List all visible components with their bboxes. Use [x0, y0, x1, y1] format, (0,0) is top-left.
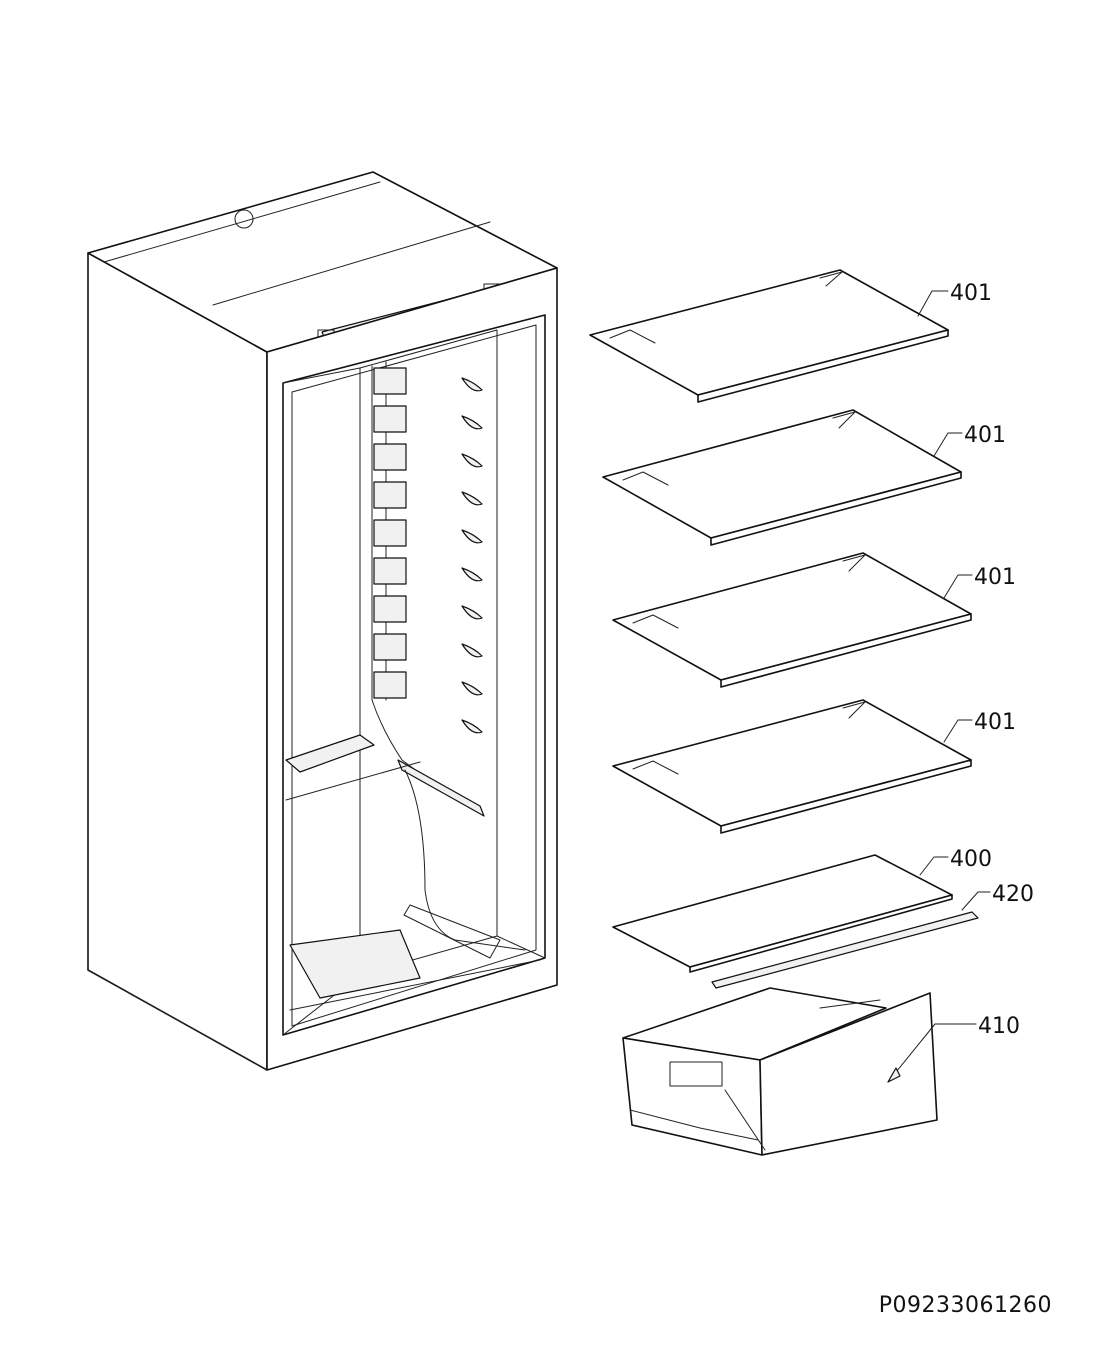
- callout-401-shelf-4: 401: [943, 710, 1016, 743]
- callout-label: 401: [974, 710, 1016, 735]
- shelf-support-rail: [373, 367, 407, 699]
- crisper-drawer: [622, 987, 938, 1156]
- trim-strip: [711, 911, 979, 989]
- callout-400-cover: 400: [919, 847, 992, 876]
- crisper-cover-shelf: [612, 854, 953, 973]
- diagram-reference-code: P09233061260: [878, 1293, 1052, 1318]
- refrigerator-cabinet: [87, 171, 558, 1071]
- callout-401-shelf-3: 401: [943, 565, 1016, 599]
- glass-shelf-1: [589, 269, 949, 403]
- glass-shelf-2: [602, 409, 962, 546]
- callout-label: 401: [950, 281, 992, 306]
- callout-401-shelf-2: 401: [933, 423, 1006, 457]
- glass-shelf-3: [612, 552, 972, 688]
- callout-label: 400: [950, 847, 992, 872]
- callout-label: 401: [964, 423, 1006, 448]
- callout-label: 420: [992, 882, 1034, 907]
- callout-label: 410: [978, 1014, 1020, 1039]
- callout-label: 401: [974, 565, 1016, 590]
- callout-420-trim: 420: [961, 882, 1034, 911]
- callout-410-drawer: 410: [887, 1014, 1020, 1083]
- shelf-peg-column: [461, 377, 483, 734]
- callout-401-shelf-1: 401: [917, 281, 992, 317]
- glass-shelf-4: [612, 699, 972, 834]
